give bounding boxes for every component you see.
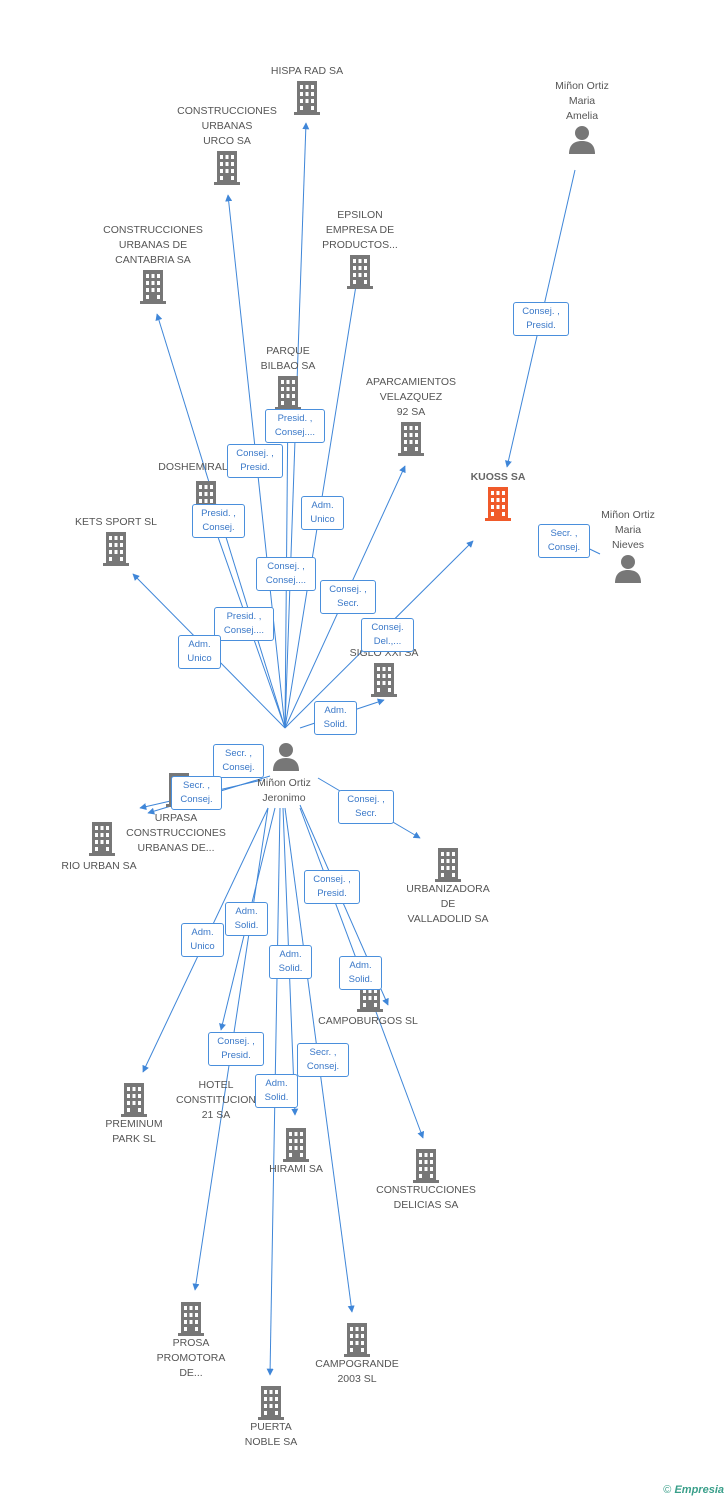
relation-badge[interactable]: Adm. Solid. xyxy=(314,701,357,735)
person-node-amelia[interactable]: Miñon Ortiz Maria Amelia xyxy=(507,79,657,154)
building-icon xyxy=(211,149,243,185)
company-node-epsilon[interactable]: EPSILON EMPRESA DE PRODUCTOS... xyxy=(285,208,435,289)
company-node-campogrande[interactable]: CAMPOGRANDE 2003 SL xyxy=(282,1321,432,1387)
company-node-cantabria[interactable]: CONSTRUCCIONES URBANAS DE CANTABRIA SA xyxy=(78,223,228,304)
relation-badge[interactable]: Adm. Unico xyxy=(178,635,221,669)
company-name: KUOSS SA xyxy=(470,471,526,483)
company-node-hispa-rad[interactable]: HISPA RAD SA xyxy=(232,64,382,115)
person-name: Miñon Ortiz Maria Nieves xyxy=(601,509,655,551)
building-icon xyxy=(175,1300,207,1336)
building-icon xyxy=(272,374,304,410)
company-node-siglo-xxi[interactable]: SIGLO XXI SA xyxy=(309,646,459,697)
company-name: CAMPOGRANDE 2003 SL xyxy=(315,1358,399,1385)
relation-badge[interactable]: Adm. Unico xyxy=(181,923,224,957)
footer-brand: © Empresia xyxy=(663,1484,724,1496)
person-name: Miñon Ortiz Maria Amelia xyxy=(555,80,609,122)
relation-badge[interactable]: Adm. Solid. xyxy=(255,1074,298,1108)
relation-badge[interactable]: Consej. , Consej.... xyxy=(256,557,316,591)
relation-badge[interactable]: Secr. , Consej. xyxy=(213,744,264,778)
company-name: URPASA CONSTRUCCIONES URBANAS DE... xyxy=(126,812,226,854)
company-name: HIRAMI SA xyxy=(269,1163,323,1175)
company-node-urco[interactable]: CONSTRUCCIONES URBANAS URCO SA xyxy=(152,104,302,185)
company-name: PARQUE BILBAO SA xyxy=(260,345,316,372)
company-name: PUERTA NOBLE SA xyxy=(244,1421,298,1448)
person-icon xyxy=(271,741,301,771)
relation-badge[interactable]: Consej. , Secr. xyxy=(338,790,394,824)
relation-badge[interactable]: Secr. , Consej. xyxy=(171,776,222,810)
company-node-kuoss-focus[interactable]: KUOSS SA xyxy=(423,470,573,521)
company-node-hotel[interactable]: HOTEL CONSTITUCION 21 SA xyxy=(141,1078,291,1123)
company-node-prosa[interactable]: PROSA PROMOTORA DE... xyxy=(116,1300,266,1381)
company-name: PREMINUM PARK SL xyxy=(105,1118,163,1145)
building-icon xyxy=(255,1384,287,1420)
relation-badge[interactable]: Consej. , Presid. xyxy=(513,302,569,336)
company-name: KETS SPORT SL xyxy=(75,516,157,528)
person-name: Miñon Ortiz Jeronimo xyxy=(257,777,311,804)
relation-badge[interactable]: Presid. , Consej. xyxy=(192,504,245,538)
building-icon xyxy=(341,1321,373,1357)
building-icon-highlighted xyxy=(482,485,514,521)
building-icon xyxy=(368,661,400,697)
relation-badge[interactable]: Presid. , Consej.... xyxy=(265,409,325,443)
building-icon xyxy=(344,253,376,289)
company-node-hirami[interactable]: HIRAMI SA xyxy=(221,1126,371,1177)
person-node-jeronimo[interactable]: Miñon Ortiz Jeronimo xyxy=(209,776,359,806)
company-node-parque-bilbao[interactable]: PARQUE BILBAO SA xyxy=(213,344,363,410)
person-icon xyxy=(567,124,597,154)
company-node-kets-sport[interactable]: KETS SPORT SL xyxy=(41,515,191,566)
relation-badge[interactable]: Adm. Solid. xyxy=(269,945,312,979)
building-icon xyxy=(137,268,169,304)
company-node-delicias[interactable]: CONSTRUCCIONES DELICIAS SA xyxy=(351,1147,501,1213)
brand-logo-text: Empresia xyxy=(674,1484,724,1496)
relation-badge[interactable]: Adm. Solid. xyxy=(225,902,268,936)
relation-badge[interactable]: Consej. , Presid. xyxy=(208,1032,264,1066)
company-name: APARCAMIENTOS VELAZQUEZ 92 SA xyxy=(365,376,457,418)
copyright-symbol: © xyxy=(663,1484,672,1496)
person-node-nieves[interactable]: Miñon Ortiz Maria Nieves xyxy=(553,508,703,583)
company-node-campoburgos[interactable]: CAMPOBURGOS SL xyxy=(293,1014,443,1029)
building-icon xyxy=(410,1147,442,1183)
company-node-urpasa[interactable]: URPASA CONSTRUCCIONES URBANAS DE... xyxy=(101,811,251,856)
relation-badge[interactable]: Consej. Del.,... xyxy=(361,618,414,652)
company-name: DOSHEMIRAL xyxy=(158,461,228,473)
relation-badge[interactable]: Consej. , Presid. xyxy=(304,870,360,904)
company-name: HISPA RAD SA xyxy=(270,65,344,77)
company-name: CONSTRUCCIONES DELICIAS SA xyxy=(376,1184,476,1211)
company-node-rio-urban[interactable]: RIO URBAN SA xyxy=(24,859,174,874)
company-node-puerta-noble[interactable]: PUERTA NOBLE SA xyxy=(196,1384,346,1450)
company-node-aparcamientos[interactable]: APARCAMIENTOS VELAZQUEZ 92 SA xyxy=(336,375,486,456)
building-icon xyxy=(100,530,132,566)
building-icon xyxy=(395,420,427,456)
building-icon xyxy=(432,846,464,882)
person-icon xyxy=(613,553,643,583)
company-name: CAMPOBURGOS SL xyxy=(318,1015,418,1027)
relation-badge[interactable]: Consej. , Presid. xyxy=(227,444,283,478)
company-name: CONSTRUCCIONES URBANAS URCO SA xyxy=(177,105,277,147)
building-icon xyxy=(86,820,118,856)
company-node-doshemiral[interactable]: DOSHEMIRAL xyxy=(118,460,268,475)
company-node-preminum[interactable]: PREMINUM PARK SL xyxy=(59,1081,209,1147)
company-node-urbanizadora[interactable]: URBANIZADORA DE VALLADOLID SA xyxy=(373,846,523,927)
relation-badge[interactable]: Consej. , Secr. xyxy=(320,580,376,614)
relation-badge[interactable]: Presid. , Consej.... xyxy=(214,607,274,641)
company-name: HOTEL CONSTITUCION 21 SA xyxy=(176,1079,256,1121)
relation-badge[interactable]: Adm. Unico xyxy=(301,496,344,530)
company-name: RIO URBAN SA xyxy=(61,860,137,872)
company-name: CONSTRUCCIONES URBANAS DE CANTABRIA SA xyxy=(103,224,203,266)
relation-badge[interactable]: Adm. Solid. xyxy=(339,956,382,990)
relation-badge[interactable]: Secr. , Consej. xyxy=(297,1043,349,1077)
company-name: URBANIZADORA DE VALLADOLID SA xyxy=(406,883,490,925)
building-icon xyxy=(280,1126,312,1162)
company-name: PROSA PROMOTORA DE... xyxy=(156,1337,226,1379)
relation-badge[interactable]: Secr. , Consej. xyxy=(538,524,590,558)
company-name: EPSILON EMPRESA DE PRODUCTOS... xyxy=(322,209,398,251)
